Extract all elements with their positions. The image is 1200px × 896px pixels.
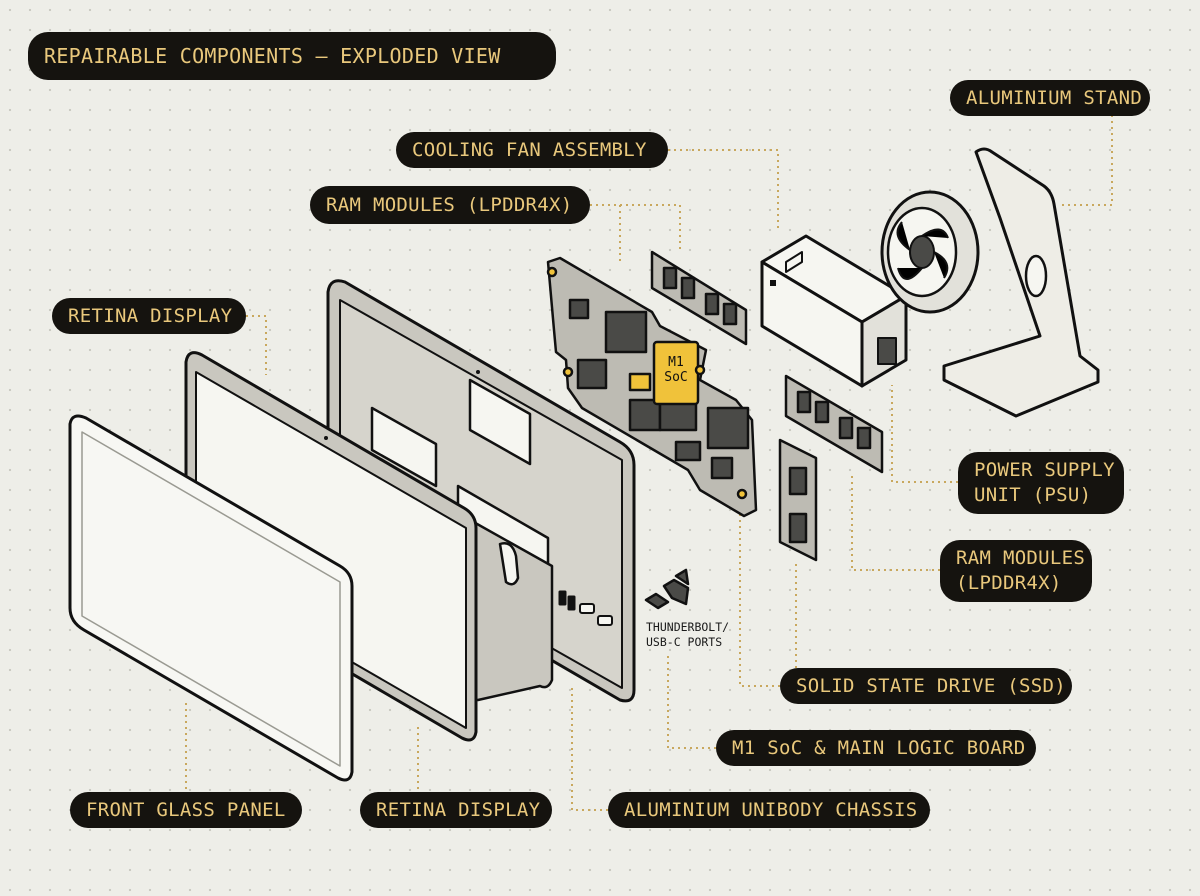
solid-state-drive [778,438,818,562]
leader-psu [891,385,958,483]
label-logic-board: M1 SoC & MAIN LOGIC BOARD [716,730,1036,766]
label-power-supply: POWER SUPPLY UNIT (PSU) [958,452,1124,514]
m1-soc-chip-label: M1 SoC [657,355,695,385]
front-glass-panel [68,414,354,782]
leader-logic-board [667,652,716,749]
label-aluminium-chassis: ALUMINIUM UNIBODY CHASSIS [608,792,930,828]
logic-board [546,256,758,518]
label-retina-display-bottom: RETINA DISPLAY [360,792,552,828]
leader-cooling-fan [668,149,779,232]
diagram-title: REPAIRABLE COMPONENTS — EXPLODED VIEW [28,32,556,80]
power-supply-unit [760,234,908,388]
ram-module-top [650,250,748,346]
chip-label-line2: SoC [664,370,688,385]
label-ram-right: RAM MODULES (LPDDR4X) [940,540,1092,602]
leader-ram-right [851,472,940,571]
label-ram-right-line2: (LPDDR4X) [956,572,1062,594]
label-psu-line1: POWER SUPPLY [974,459,1115,481]
ports-caption-line2: USB-C PORTS [646,635,723,649]
ports-caption-line1: THUNDERBOLT/ [646,620,730,634]
leader-ram-top [590,204,681,250]
ram-module-right [784,374,884,474]
aluminium-stand [942,147,1100,418]
chip-label-line1: M1 [668,355,684,370]
leader-aluminium-stand [1062,115,1113,206]
leader-chassis [571,688,608,811]
label-retina-display-top: RETINA DISPLAY [52,298,246,334]
label-cooling-fan: COOLING FAN ASSEMBLY [396,132,668,168]
label-ram-right-line1: RAM MODULES [956,547,1086,569]
cooling-fan [880,190,980,314]
leader-ssd [739,500,780,687]
aluminium-chassis [326,279,636,703]
ports-caption: THUNDERBOLT/ USB-C PORTS [646,620,729,650]
label-aluminium-stand: ALUMINIUM STAND [950,80,1150,116]
label-ram-top: RAM MODULES (LPDDR4X) [310,186,590,224]
leader-retina-top [246,315,267,375]
label-ssd: SOLID STATE DRIVE (SSD) [780,668,1072,704]
label-front-glass: FRONT GLASS PANEL [70,792,302,828]
thunderbolt-ports [644,568,690,610]
label-psu-line2: UNIT (PSU) [974,484,1092,506]
leader-lines [185,115,1113,811]
